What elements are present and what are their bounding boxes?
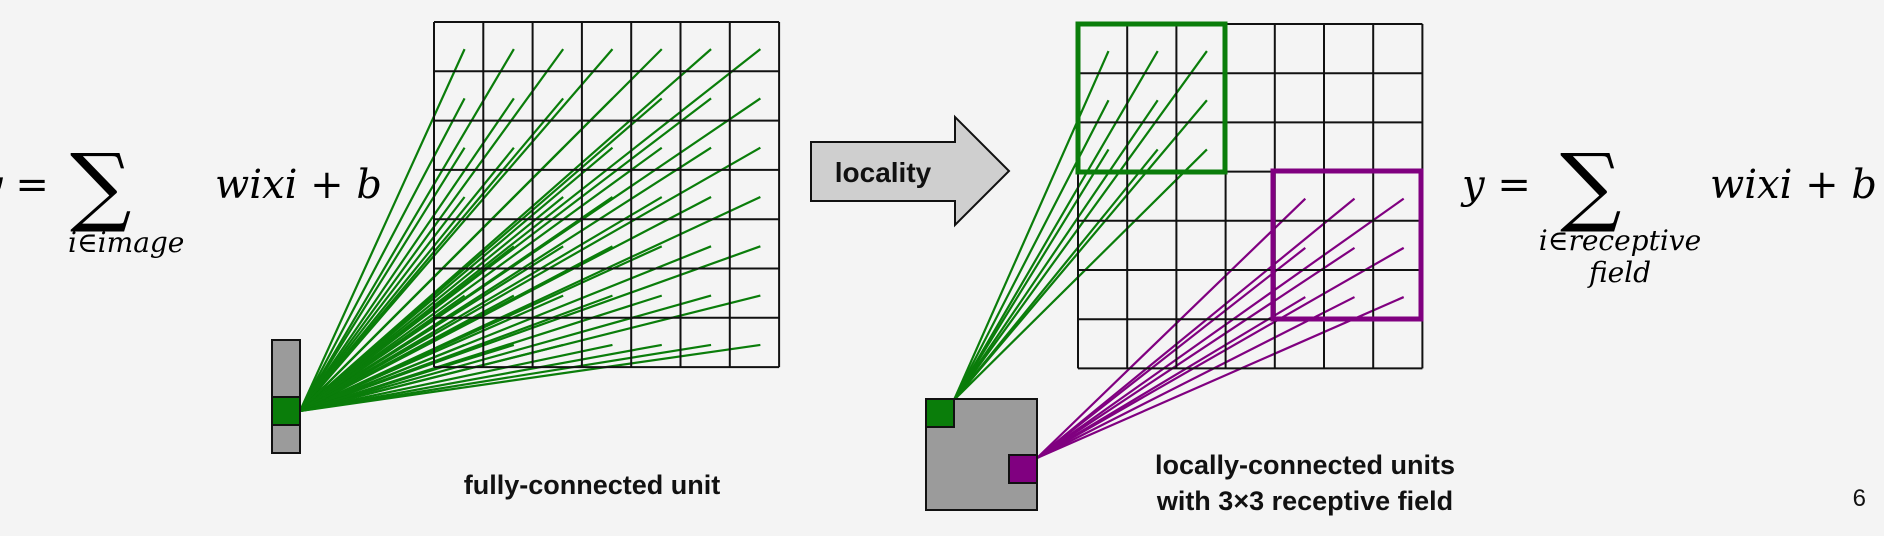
- left-formula-sum: ∑: [70, 136, 131, 236]
- fully-connected-lines: [298, 48, 762, 413]
- purple-receptive-field: [1270, 168, 1424, 322]
- connection-line-green: [953, 99, 1110, 401]
- fully-connected-unit: [271, 339, 301, 454]
- connection-line: [299, 48, 515, 412]
- caption-locally-connected-line2: with 3×3 receptive field: [1156, 486, 1453, 516]
- connection-line: [299, 343, 613, 413]
- connection-line-purple: [1036, 246, 1356, 459]
- right-formula: y = ∑ i∈receptive field wixi + b: [1460, 136, 1877, 289]
- arrow-label: locality: [835, 157, 932, 188]
- connection-line-green: [953, 99, 1159, 401]
- locally-connected-lines-green: [952, 50, 1208, 401]
- green-output-unit: [925, 398, 955, 428]
- input-grid-left: [433, 21, 781, 369]
- locally-connected-output: [925, 398, 1038, 511]
- right-formula-subscript-1: i∈receptive: [1539, 224, 1701, 257]
- connection-line: [299, 147, 515, 412]
- connection-line: [299, 294, 515, 412]
- right-formula-lhs: y =: [1460, 162, 1531, 208]
- connection-line: [299, 343, 564, 413]
- connection-line: [299, 147, 466, 412]
- connection-line-green: [953, 148, 1110, 401]
- caption-fully-connected: fully-connected unit: [464, 470, 721, 500]
- green-unit: [271, 396, 301, 426]
- connection-line: [299, 245, 466, 412]
- connection-line-purple: [1036, 296, 1356, 459]
- left-formula-rhs: wixi + b: [215, 162, 382, 208]
- connection-line: [298, 48, 466, 412]
- right-formula-rhs: wixi + b: [1710, 162, 1877, 208]
- connection-line: [299, 146, 614, 412]
- connection-line: [299, 196, 564, 412]
- connection-line-purple: [1036, 296, 1306, 459]
- connection-line-purple: [1036, 246, 1306, 459]
- connection-line: [299, 97, 466, 412]
- connection-line: [299, 294, 712, 413]
- connection-line-purple: [1036, 197, 1405, 459]
- left-formula-subscript: i∈image: [68, 226, 184, 259]
- connection-line-green: [953, 50, 1208, 401]
- left-formula-lhs: y =: [0, 162, 49, 208]
- locality-arrow: locality: [810, 114, 1011, 228]
- arrow-shape: [810, 114, 1011, 228]
- connection-line: [299, 245, 515, 412]
- connection-line: [299, 343, 662, 413]
- connection-line: [299, 146, 761, 412]
- connection-line: [299, 294, 613, 413]
- connection-line-purple: [1036, 197, 1356, 459]
- connection-line-purple: [1036, 246, 1405, 459]
- connection-line: [299, 343, 761, 413]
- right-formula-sum: ∑: [1560, 136, 1621, 236]
- connection-line: [299, 294, 466, 412]
- left-formula: y = ∑ i∈image wixi + b: [0, 136, 382, 259]
- connection-line: [299, 196, 663, 412]
- connection-line: [299, 97, 565, 412]
- connection-line: [299, 48, 565, 412]
- connection-line: [299, 196, 466, 412]
- connection-line: [299, 245, 564, 412]
- connection-line-purple: [1036, 197, 1307, 459]
- green-receptive-field: [1075, 21, 1228, 175]
- right-formula-subscript-2: field: [1587, 256, 1651, 289]
- connection-line-green: [952, 50, 1110, 401]
- connection-line-green: [953, 99, 1208, 401]
- connection-line-green: [953, 148, 1208, 401]
- connection-line: [299, 343, 515, 413]
- connection-line: [299, 97, 515, 412]
- connection-line: [299, 294, 564, 413]
- connection-line: [299, 146, 663, 412]
- connection-line-green: [953, 148, 1159, 401]
- caption-locally-connected-line1: locally-connected units: [1155, 450, 1455, 480]
- connection-line-green: [953, 50, 1159, 401]
- connection-line: [299, 343, 712, 413]
- locally-connected-lines-purple: [1036, 197, 1405, 460]
- connection-line: [299, 343, 465, 413]
- purple-output-unit: [1008, 454, 1038, 484]
- page-number: 6: [1853, 485, 1866, 512]
- connection-line-purple: [1036, 296, 1405, 460]
